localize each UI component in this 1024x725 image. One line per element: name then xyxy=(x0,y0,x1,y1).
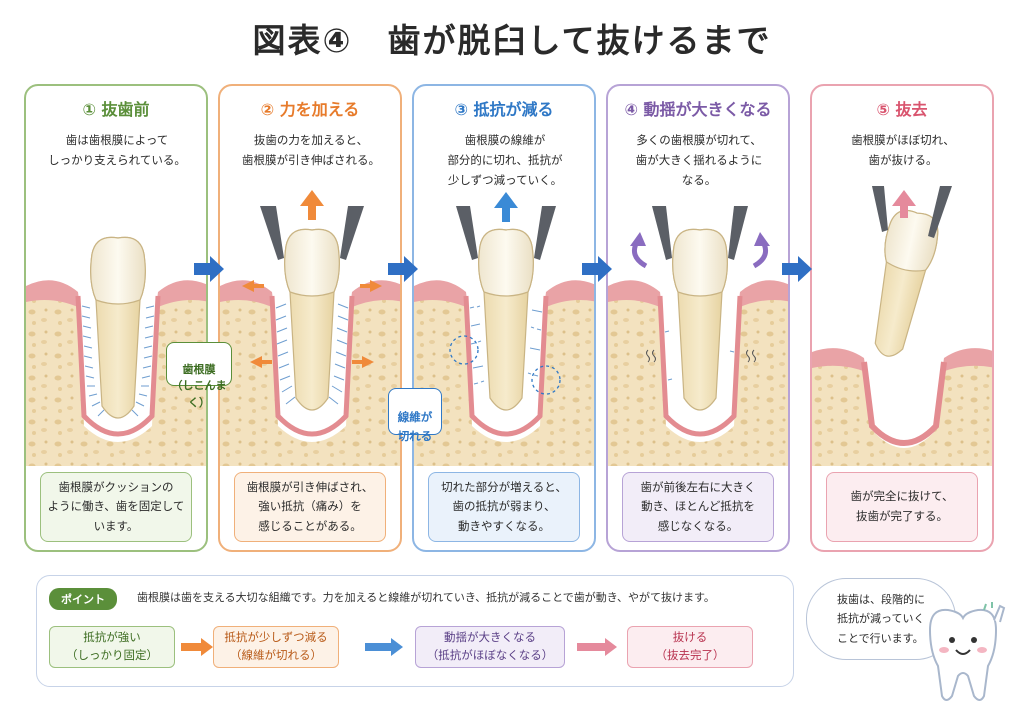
flow-arrow-icon xyxy=(582,256,612,282)
panel-extraction: ⑤ 抜去 歯根膜がほぼ切れ、 歯が抜ける。 歯が完全に抜けて、 抜歯が完了する。 xyxy=(810,84,994,552)
stage-box: 抵抗が強い （しっかり固定） xyxy=(49,626,175,668)
flow-arrow-icon xyxy=(577,638,617,656)
tooth-scene-illustration xyxy=(220,190,400,466)
panel-description: 歯は歯根膜によって しっかり支えられている。 xyxy=(48,133,186,168)
fiber-tear-callout-label: 線維が 切れる xyxy=(397,410,433,443)
forceps-icon xyxy=(652,206,748,260)
tooth-scene-illustration xyxy=(26,236,206,466)
flow-arrow-icon xyxy=(388,256,418,282)
panel-summary-box: 歯根膜が引き伸ばされ、 強い抵抗（痛み）を 感じることがある。 xyxy=(234,472,386,542)
flow-arrow-icon xyxy=(365,638,403,656)
forceps-icon xyxy=(260,206,364,260)
panel-title: ⑤ 抜去 xyxy=(876,100,928,119)
pdl-callout-label: 歯根膜 （しこんまく） xyxy=(171,362,227,409)
panel-description: 抜歯の力を加えると、 歯根膜が引き伸ばされる。 xyxy=(242,133,380,168)
tooth-scene-illustration xyxy=(608,206,788,466)
point-badge: ポイント xyxy=(49,588,117,610)
panel-summary-box: 歯が前後左右に大きく 動き、ほとんど抵抗を 感じなくなる。 xyxy=(622,472,774,542)
panel-title: ④ 動揺が大きくなる xyxy=(624,100,772,119)
forceps-icon xyxy=(872,186,952,238)
stage-box: 動揺が大きくなる （抵抗がほぼなくなる） xyxy=(415,626,565,668)
panel-title: ② 力を加える xyxy=(260,100,360,119)
point-text: 歯根膜は歯を支える大切な組織です。力を加えると線維が切れていき、抵抗が減ることで… xyxy=(137,591,715,604)
panel-description: 歯根膜の線維が 部分的に切れ、抵抗が 少しずつ減っていく。 xyxy=(447,133,563,188)
panel-summary-box: 歯が完全に抜けて、 抜歯が完了する。 xyxy=(826,472,978,542)
panel-before-extraction: ① 抜歯前 歯は歯根膜によって しっかり支えられている。 歯根膜がクッションの … xyxy=(24,84,208,552)
tooth-scene-illustration xyxy=(812,186,992,466)
flow-arrow-icon xyxy=(181,638,213,656)
tooth-mascot-icon xyxy=(928,602,1006,701)
panel-apply-force: ② 力を加える 抜歯の力を加えると、 歯根膜が引き伸ばされる。 xyxy=(218,84,402,552)
tooth-scene-illustration xyxy=(414,192,594,466)
pull-arrow-icon xyxy=(892,190,916,218)
panel-description: 歯根膜がほぼ切れ、 歯が抜ける。 xyxy=(851,133,955,168)
panel-summary-box: 切れた部分が増えると、 歯の抵抗が弱まり、 動きやすくなる。 xyxy=(428,472,580,542)
point-summary-section: ポイント 歯根膜は歯を支える大切な組織です。力を加えると線維が切れていき、抵抗が… xyxy=(36,575,794,687)
panel-resistance-decreases: ③ 抵抗が減る 歯根膜の線維が 部分的に切れ、抵抗が 少しずつ減っていく。 xyxy=(412,84,596,552)
pull-arrow-icon xyxy=(300,190,324,220)
panel-title: ③ 抵抗が減る xyxy=(454,100,554,119)
stage-box: 抜ける （抜去完了） xyxy=(627,626,753,668)
stage-box: 抵抗が少しずつ減る （線維が切れる） xyxy=(213,626,339,668)
panel-summary-box: 歯根膜がクッションの ように働き、歯を固定して います。 xyxy=(40,472,192,542)
pull-arrow-icon xyxy=(494,192,518,222)
panel-mobility-increases: ④ 動揺が大きくなる 多くの歯根膜が切れて、 歯が大きく揺れるように なる。 xyxy=(606,84,790,552)
flow-arrow-icon xyxy=(194,256,224,282)
page-title: 図表④ 歯が脱臼して抜けるまで xyxy=(252,21,772,60)
flow-arrow-icon xyxy=(782,256,812,282)
fiber-tear-callout: 線維が 切れる xyxy=(388,388,442,443)
panel-title: ① 抜歯前 xyxy=(82,100,150,119)
panel-description: 多くの歯根膜が切れて、 歯が大きく揺れるように なる。 xyxy=(635,133,763,188)
pdl-callout: 歯根膜 （しこんまく） xyxy=(166,342,232,409)
forceps-icon xyxy=(456,206,556,260)
